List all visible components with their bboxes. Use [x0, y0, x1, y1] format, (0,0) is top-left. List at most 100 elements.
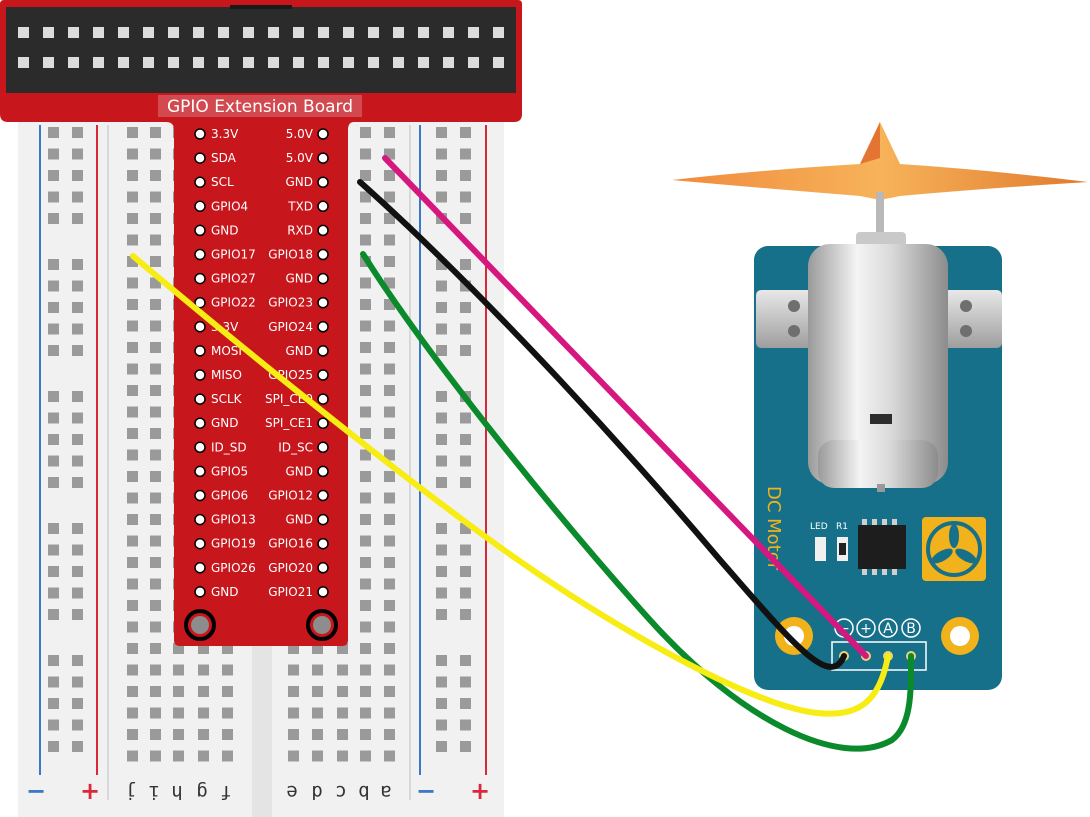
header-pin — [118, 27, 129, 38]
pin-label-right: GPIO18 — [268, 248, 313, 262]
pin-hole-right — [317, 321, 329, 333]
breadboard-hole — [127, 535, 138, 547]
column-letter-a: a — [380, 781, 391, 803]
rail-hole — [460, 676, 471, 688]
breadboard-hole — [150, 600, 161, 611]
terminal-b-marker — [901, 618, 921, 638]
pin-label-left: MOSI — [211, 344, 242, 358]
pin-label-left: GPIO4 — [211, 199, 248, 213]
breadboard-hole — [150, 170, 161, 181]
motor-shaft — [876, 192, 884, 234]
gpio-board-body — [0, 0, 522, 646]
rail-hole — [436, 523, 447, 534]
breadboard-hole — [150, 471, 161, 482]
dc-motor-module: DC Motor LED R1 − + A B — [672, 122, 1088, 690]
rail-hole — [72, 741, 83, 752]
breadboard-hole — [150, 707, 161, 719]
header-pin-grid — [18, 27, 504, 68]
header-pin — [193, 27, 204, 38]
rail-hole — [48, 148, 59, 160]
header-pin — [143, 27, 154, 38]
rail-hole — [460, 259, 471, 270]
pin-hole-right — [317, 513, 329, 526]
breadboard-hole — [127, 213, 138, 224]
rail-hole — [460, 191, 471, 203]
breadboard-hole — [127, 299, 138, 310]
breadboard-hole — [150, 428, 161, 439]
breadboard-hole — [312, 643, 323, 654]
breadboard-hole — [127, 492, 138, 504]
breadboard-hole — [150, 643, 161, 654]
header-pin — [393, 57, 404, 68]
breadboard-hole — [384, 342, 395, 353]
breadboard-hole — [360, 492, 371, 504]
pin-label-right: GPIO21 — [268, 585, 313, 599]
rail-hole — [436, 477, 447, 488]
header-pin — [293, 27, 304, 38]
pin-hole-left — [194, 200, 206, 213]
breadboard-hole — [337, 729, 348, 740]
header-pin — [43, 57, 54, 68]
pin-label-right: GPIO12 — [268, 489, 313, 503]
pin-label-right: TXD — [287, 199, 313, 213]
header-pin — [43, 27, 54, 38]
breadboard-hole — [127, 148, 138, 160]
rail-hole — [460, 345, 471, 356]
wire-gnd-to-minus — [357, 179, 847, 670]
header-pin — [443, 57, 454, 68]
rail-hole — [72, 412, 83, 424]
breadboard-hole — [360, 148, 371, 160]
rail-hole — [436, 302, 447, 313]
pin-hole-left — [194, 272, 206, 285]
rail-hole — [72, 676, 83, 688]
fan-blades — [931, 524, 977, 564]
breadboard-hole — [150, 127, 161, 138]
rail-hole — [48, 345, 59, 356]
pin-label-left: SCLK — [211, 392, 243, 406]
rail-hole — [460, 587, 471, 599]
breadboard-hole — [150, 514, 161, 525]
breadboard-hole — [360, 342, 371, 353]
rail-hole — [436, 719, 447, 731]
column-letter-e: e — [286, 781, 297, 803]
breadboard-hole — [360, 535, 371, 547]
pin-hole-right — [317, 176, 329, 188]
breadboard-hole — [127, 127, 138, 138]
rail-hole — [72, 280, 83, 292]
pin-hole-right — [317, 128, 329, 140]
breadboard-hole — [312, 664, 323, 676]
pin-hole-left — [194, 513, 206, 526]
header-pin — [343, 27, 354, 38]
pin-label-left: ID_SD — [211, 440, 247, 454]
header-pin — [468, 27, 479, 38]
propeller — [672, 122, 1088, 200]
rail-hole — [48, 655, 59, 666]
right-rail-plus-sign: + — [470, 777, 490, 805]
header-pin — [468, 57, 479, 68]
column-letter-h: h — [171, 781, 182, 803]
header-pin — [318, 27, 329, 38]
rail-hole — [436, 148, 447, 160]
breadboard-hole — [360, 385, 371, 396]
breadboard-hole — [384, 492, 395, 504]
pin-hole-left — [194, 393, 206, 405]
breadboard-hole — [360, 578, 371, 590]
fan-logo-bg — [922, 517, 986, 581]
breadboard-hole — [384, 213, 395, 224]
breadboard-hole — [360, 277, 371, 289]
breadboard-hole — [360, 664, 371, 676]
rail-hole — [460, 719, 471, 731]
breadboard-hole — [127, 600, 138, 611]
breadboard-hole — [150, 449, 161, 461]
rail-hole — [48, 523, 59, 534]
rail-hole — [436, 191, 447, 203]
header-pin — [243, 57, 254, 68]
pin-label-right: GND — [285, 175, 313, 189]
rail-hole — [72, 544, 83, 556]
pin-hole-right — [317, 200, 329, 213]
rail-hole — [460, 148, 471, 160]
rail-hole — [48, 455, 59, 467]
breadboard-hole — [288, 643, 299, 654]
breadboard-hole — [384, 686, 395, 697]
